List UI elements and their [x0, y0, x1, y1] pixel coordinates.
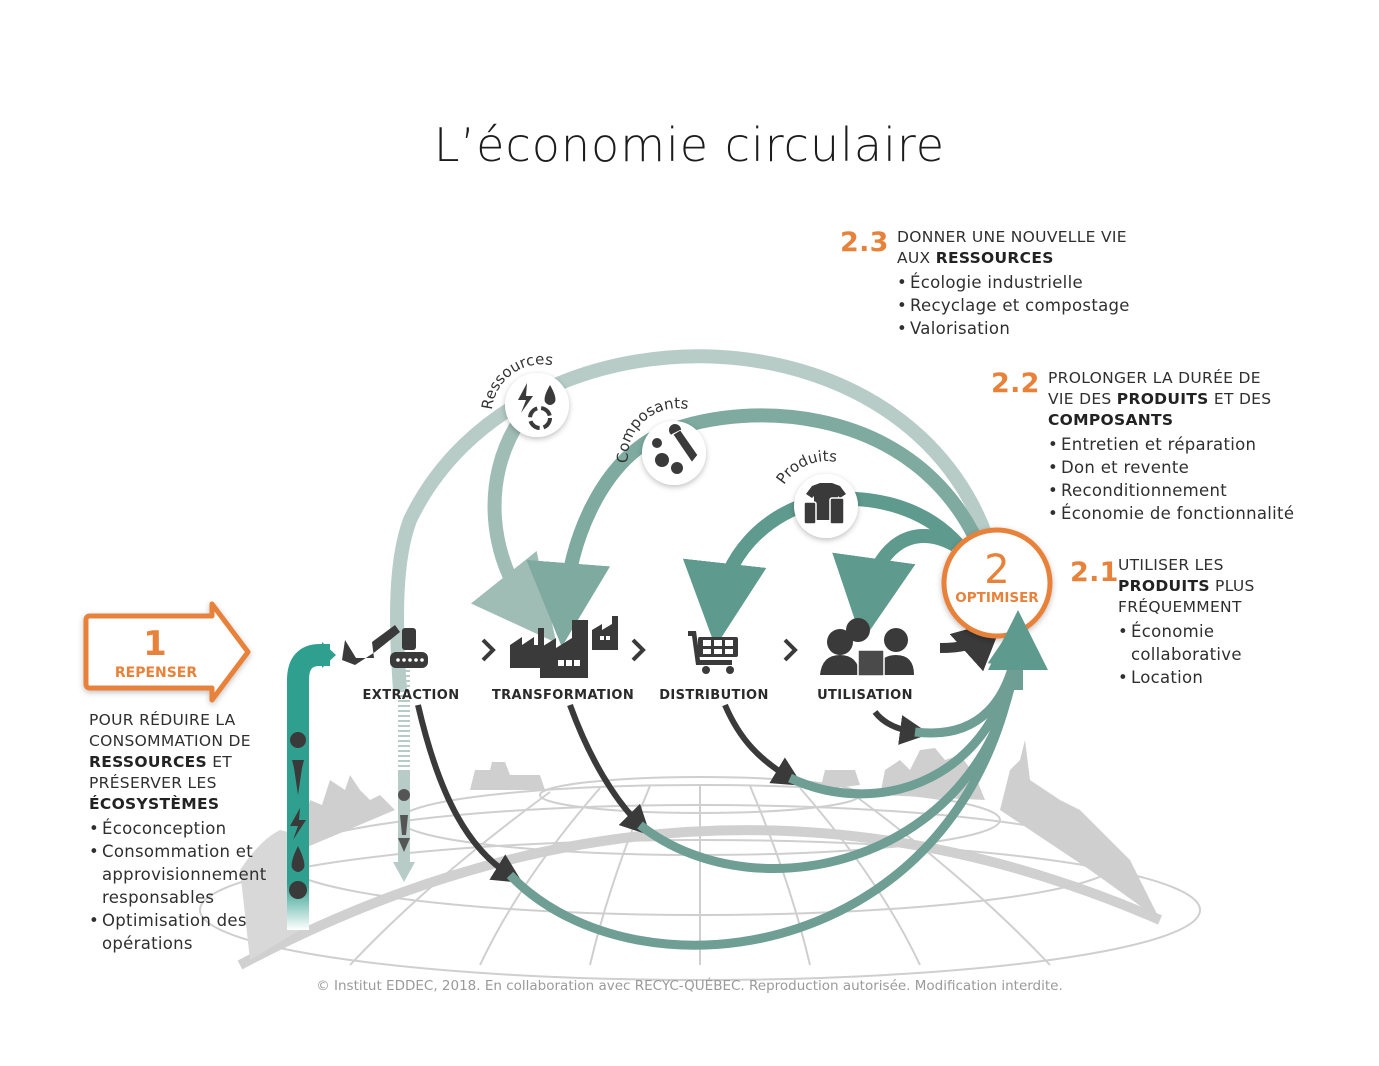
repenser-item: Optimisation des opérations: [89, 909, 274, 955]
strategy-item: Valorisation: [897, 317, 1130, 340]
optimiser-label: OPTIMISER: [955, 590, 1039, 606]
strategy-item: Don et revente: [1048, 456, 1294, 479]
strategy-number: 2.3: [840, 227, 889, 258]
strategy-heading-line: UTILISER LES: [1118, 556, 1224, 574]
strategy-heading-line: FRÉQUEMMENT: [1118, 598, 1242, 616]
strategy-number: 2.2: [991, 368, 1040, 399]
repenser-description: POUR RÉDUIRE LA CONSOMMATION DE RESSOURC…: [89, 710, 274, 955]
strategy-heading-line: DONNER UNE NOUVELLE VIE: [897, 228, 1127, 246]
factory-icon: [510, 616, 618, 678]
return-loops: [415, 613, 1042, 950]
strategy-items: Écologie industrielle Recyclage et compo…: [897, 271, 1130, 340]
repenser-line: CONSOMMATION DE: [89, 732, 251, 750]
strategy-heading-bold: PRODUITS: [1116, 390, 1209, 408]
gears-icon: [652, 438, 683, 474]
lightning-icon: [290, 808, 306, 840]
step-label-transformation: TRANSFORMATION: [491, 688, 635, 703]
repenser-badge: [83, 601, 251, 703]
strategy-item: Location: [1118, 666, 1258, 689]
strategy-heading-text: PLUS: [1209, 577, 1255, 595]
strategy-item: Entretien et réparation: [1048, 433, 1294, 456]
apple-icon: [290, 732, 306, 748]
medallion-produits: [794, 474, 858, 538]
repenser-number: 1: [143, 624, 167, 664]
loop-utilisation: [832, 529, 959, 642]
strategy-heading-bold: COMPOSANTS: [1048, 411, 1174, 429]
fish-icon: [292, 760, 304, 795]
strategy-2-2: 2.2 PROLONGER LA DURÉE DE VIE DES PRODUI…: [991, 368, 1294, 525]
repenser-bold: ÉCOSYSTÈMES: [89, 795, 220, 813]
strategy-heading-bold: RESSOURCES: [935, 249, 1054, 267]
strategy-item: Écologie industrielle: [897, 271, 1130, 294]
lightning-icon: [518, 383, 533, 413]
wrench-icon: [669, 424, 698, 462]
strategy-item: Économie collaborative: [1118, 620, 1258, 666]
strategy-item: Économie de fonctionnalité: [1048, 502, 1294, 525]
repenser-bold: RESSOURCES: [89, 753, 207, 771]
recycle-icon: [528, 406, 552, 430]
shopping-cart-icon: [688, 631, 738, 674]
strategy-heading-line: PROLONGER LA DURÉE DE: [1048, 369, 1261, 387]
repenser-line: PRÉSERVER LES: [89, 774, 217, 792]
strategy-number: 2.1: [1070, 557, 1119, 588]
water-drop-icon: [544, 385, 556, 405]
repenser-label: REPENSER: [115, 665, 198, 681]
value-chain-flow: [287, 619, 1004, 730]
ore-icon: [289, 881, 307, 899]
bottle-icon: [803, 501, 817, 525]
phone-icon: [829, 497, 845, 525]
strategy-heading-text: AUX: [897, 249, 936, 267]
output-waste-column: [393, 665, 415, 882]
strategy-heading-text: ET DES: [1208, 390, 1272, 408]
step-label-utilisation: UTILISATION: [817, 688, 913, 703]
repenser-line: POUR RÉDUIRE LA: [89, 711, 236, 729]
optimiser-number: 2: [984, 547, 1009, 593]
repenser-text: ET: [206, 753, 233, 771]
repenser-item: Consommation et approvisionnement respon…: [89, 840, 274, 909]
apple-core-icon: [398, 789, 410, 801]
copyright-footer: © Institut EDDEC, 2018. En collaboration…: [316, 978, 1063, 994]
strategy-heading-text: VIE DES: [1048, 390, 1117, 408]
page-title: L’économie circulaire: [433, 118, 946, 172]
repenser-item: Écoconception: [89, 817, 274, 840]
water-drop-icon: [291, 846, 305, 872]
step-label-distribution: DISTRIBUTION: [659, 688, 769, 703]
strategy-items: Économie collaborative Location: [1118, 620, 1258, 689]
strategy-2-1: 2.1 UTILISER LES PRODUITS PLUS FRÉQUEMME…: [1070, 555, 1258, 689]
people-with-box-icon: [820, 618, 914, 677]
input-resources-column: [287, 700, 309, 930]
medallion-ressources: [505, 373, 569, 437]
strategy-2-3: 2.3 DONNER UNE NOUVELLE VIE AUX RESSOURC…: [840, 227, 1130, 340]
repenser-items: Écoconception Consommation et approvisio…: [89, 817, 274, 955]
strategy-items: Entretien et réparation Don et revente R…: [1048, 433, 1294, 525]
excavator-icon: [342, 625, 428, 668]
step-label-extraction: EXTRACTION: [362, 688, 460, 703]
strategy-heading-bold: PRODUITS: [1118, 577, 1210, 595]
fish-bone-icon: [398, 815, 410, 852]
strategy-item: Recyclage et compostage: [897, 294, 1130, 317]
strategy-item: Reconditionnement: [1048, 479, 1294, 502]
medallion-composants: [642, 421, 706, 485]
